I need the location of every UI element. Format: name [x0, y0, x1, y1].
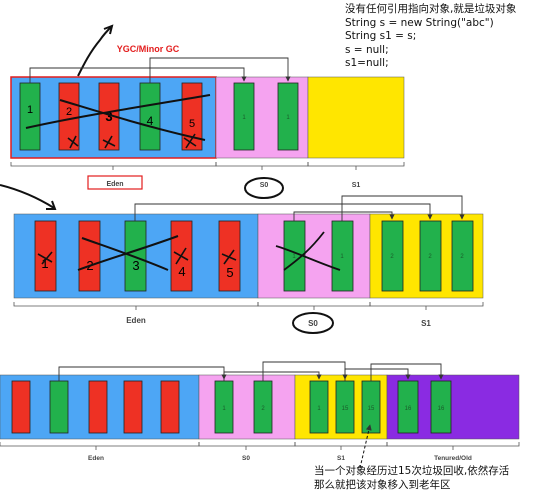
copy-arrow [149, 57, 291, 83]
s0-object [331, 220, 354, 292]
s1-mark: 2 [460, 254, 464, 260]
gc-pointer-arrow [77, 25, 113, 77]
s0-mark: 2 [261, 406, 265, 412]
s1-label: S1 [352, 182, 361, 189]
s0-region [198, 374, 296, 440]
eden-mark: 2 [66, 106, 72, 118]
note-line-2: String s = new String("abc") [345, 16, 494, 29]
old-object [430, 380, 452, 434]
eden-object [160, 380, 180, 434]
eden-highlight-box [87, 175, 143, 190]
eden-object [49, 380, 69, 434]
eden-mark: 4 [147, 114, 154, 128]
eden-label: Eden [126, 316, 146, 325]
diagram-2: 1 2 3 4 5 1 1 2 2 2 Eden S0 S1 [0, 184, 484, 334]
s0-object [233, 82, 255, 151]
gc-label: YGC/Minor GC [117, 44, 180, 54]
eden-object [123, 380, 143, 434]
eden-object [11, 380, 31, 434]
s1-mark: 15 [368, 406, 375, 412]
s1-mark: 2 [390, 254, 394, 260]
eden-mark: 3 [105, 109, 112, 124]
cross-out-stroke [25, 94, 211, 129]
s1-mark: 1 [317, 406, 321, 412]
eden-mark: 4 [178, 264, 185, 279]
eden-object [78, 220, 101, 292]
eden-label: Eden [88, 455, 104, 462]
old-label: Tenured/Old [434, 455, 472, 462]
note-line-5: s1=null; [345, 57, 389, 70]
eden-object [124, 220, 147, 292]
s0-circle [292, 312, 334, 334]
eden-object [34, 220, 57, 292]
s0-label: S0 [308, 319, 318, 328]
eden-mark: 5 [189, 118, 195, 130]
s1-mark: 15 [342, 406, 349, 412]
copy-arrow [223, 371, 322, 381]
old-object [397, 380, 419, 434]
promotion-note-line-1: 当一个对象经历过15次垃圾回收,依然存活 [314, 465, 510, 477]
cross-out-stroke [283, 231, 325, 271]
promotion-note: 当一个对象经历过15次垃圾回收,依然存活 那么就把该对象移入到老年区 [314, 465, 554, 492]
eden-object [88, 380, 108, 434]
cross-out-stroke [81, 237, 169, 271]
s1-label: S1 [337, 455, 345, 462]
copy-arrow [341, 195, 465, 221]
old-mark: 16 [405, 406, 412, 412]
s0-mark: 1 [292, 254, 296, 260]
eden-mark: 5 [226, 265, 233, 280]
copy-arrow [344, 368, 411, 381]
s0-object [277, 82, 299, 151]
s0-mark: 1 [286, 115, 290, 121]
diagram-3: 1 2 1 15 15 16 16 Eden S0 S1 Tenured/Old [0, 361, 520, 469]
s1-object [381, 220, 404, 292]
s1-object [419, 220, 442, 292]
copy-arrow [370, 363, 444, 381]
copy-arrow [293, 211, 395, 221]
s1-mark: 2 [428, 254, 432, 260]
s0-circle [244, 177, 284, 199]
old-mark: 16 [438, 406, 445, 412]
note-line-1: 没有任何引用指向对象,就是垃圾对象 [345, 3, 517, 15]
s0-mark: 1 [340, 254, 344, 260]
diagram-1: YGC/Minor GC 1 2 3 4 5 1 1 [10, 24, 405, 199]
note-line-3: String s1 = s; [345, 30, 417, 43]
note-line-4: s = null; [345, 43, 389, 56]
eden-mark: 1 [41, 256, 48, 271]
eden-label: Eden [106, 181, 123, 188]
eden-object [98, 82, 120, 151]
eden-object [19, 82, 41, 151]
copy-arrow [134, 203, 433, 221]
s1-object [309, 380, 329, 434]
s1-label: S1 [421, 319, 431, 328]
s0-mark: 1 [222, 406, 226, 412]
s1-object [451, 220, 474, 292]
code-note: 没有任何引用指向对象,就是垃圾对象 String s = new String(… [345, 3, 550, 71]
s0-label: S0 [242, 455, 250, 462]
promotion-note-line-2: 那么就把该对象移入到老年区 [314, 478, 451, 491]
copy-arrow [29, 67, 247, 83]
note-pointer [359, 424, 372, 469]
cross-out-stroke [59, 99, 206, 141]
hand-arrow [0, 184, 55, 209]
eden-mark: 3 [132, 258, 139, 273]
cross-out-stroke [275, 245, 341, 271]
s1-region [307, 76, 405, 159]
s0-mark: 1 [242, 115, 246, 121]
eden-mark: 1 [27, 104, 33, 116]
s0-label: S0 [260, 182, 269, 189]
